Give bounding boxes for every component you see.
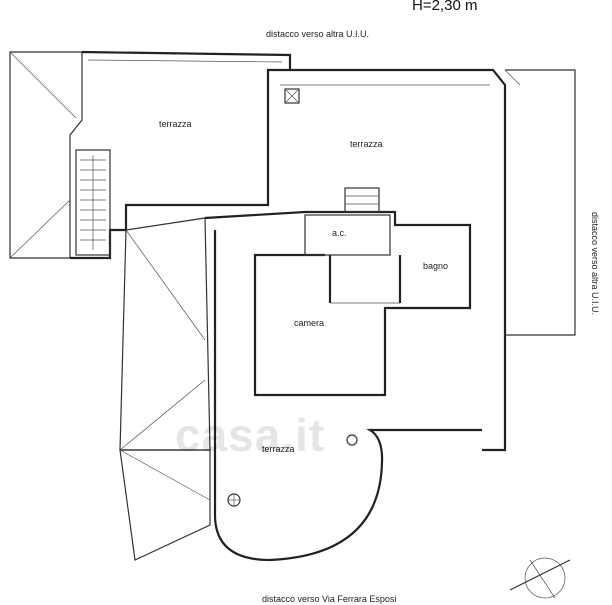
room-label-bathroom: bagno: [423, 261, 449, 271]
top-distance-note: distacco verso altra U.I.U.: [266, 29, 370, 39]
bottom-distance-note: distacco verso Via Ferrara Esposi: [262, 594, 397, 604]
compass-icon: [509, 557, 571, 599]
room-label-terrace-right: terrazza: [350, 139, 383, 149]
roof-left: [9, 51, 83, 259]
room-label-ac: a.c.: [332, 228, 347, 238]
interior-walls: [204, 187, 472, 397]
roof-lower-left: [119, 217, 211, 561]
height-label: H=2,30 m: [412, 0, 478, 14]
room-label-bedroom: camera: [294, 318, 325, 328]
terrace-left-outline: [70, 50, 292, 260]
room-label-terrace-bottom: terrazza: [262, 444, 295, 454]
staircase: [75, 149, 111, 256]
terrace-bottom-outline: [213, 230, 482, 562]
right-distance-note: distacco verso altra U.I.U.: [590, 212, 600, 316]
room-label-terrace-left: terrazza: [159, 119, 192, 129]
roof-right: [504, 69, 576, 336]
terrace-right-outline: [280, 68, 507, 452]
watermark-logo: casa.it: [175, 409, 326, 461]
